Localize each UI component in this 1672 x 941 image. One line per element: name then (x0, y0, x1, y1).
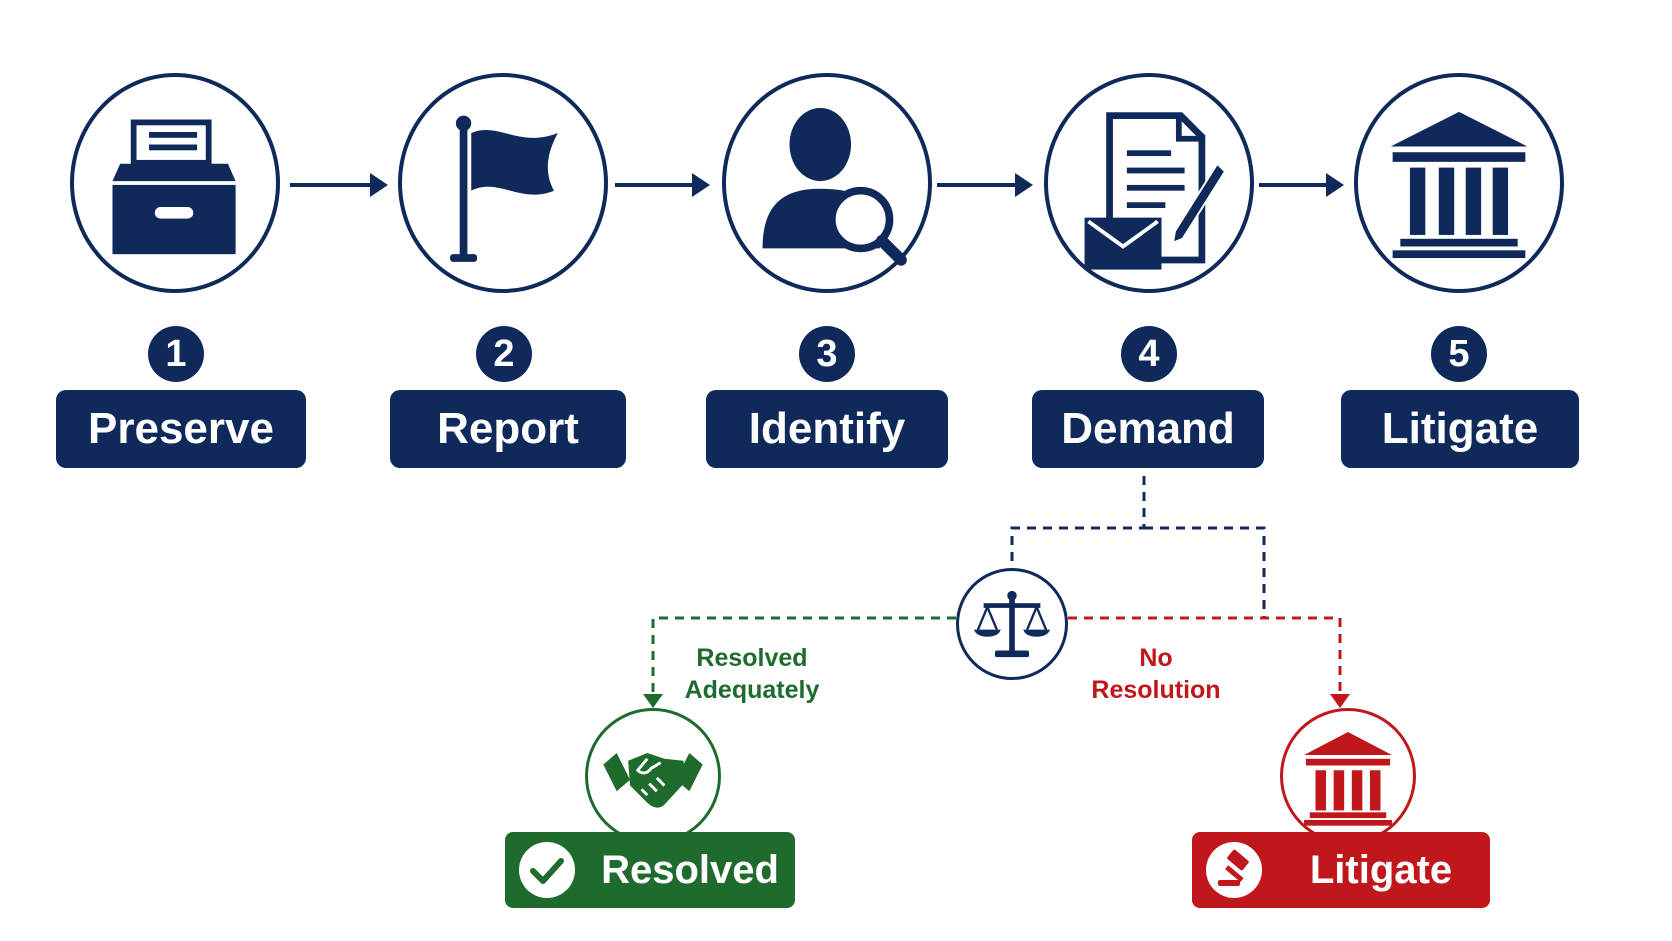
handshake-icon (603, 753, 703, 808)
litigate-outcome-circle (1280, 708, 1416, 844)
person-search-icon (762, 107, 907, 266)
courthouse-icon (1304, 732, 1392, 826)
gavel-icon (1218, 849, 1249, 886)
resolved-branch-line2: Adequately (684, 676, 820, 704)
archive-box-icon (112, 119, 236, 255)
step-3-label: Identify (706, 390, 948, 468)
step-3-circle (722, 73, 932, 293)
demand-right-line (1144, 526, 1266, 618)
unresolved-branch-line1: No (1139, 644, 1173, 672)
step-2-circle (398, 73, 608, 293)
courthouse-icon (1390, 111, 1528, 259)
step-1-label: Preserve (56, 390, 306, 468)
flag-icon (450, 115, 558, 262)
litigate-outcome-text: Litigate (1309, 848, 1453, 892)
step-4-circle (1044, 73, 1254, 293)
step-4-number: 4 (1121, 326, 1177, 382)
step-5-label: Litigate (1341, 390, 1579, 468)
resolved-outcome-text: Resolved (601, 848, 779, 892)
resolved-branch-line1: Resolved (696, 644, 808, 672)
resolved-outcome-label: Resolved (505, 832, 795, 908)
decision-circle (956, 568, 1068, 680)
gavel-badge (1206, 842, 1262, 898)
checkmark-icon (530, 858, 564, 884)
step-5-circle (1354, 73, 1564, 293)
checkmark-badge (519, 842, 575, 898)
unresolved-branch-line2: Resolution (1091, 676, 1221, 704)
resolved-branch-text: Resolved Adequately (672, 642, 832, 706)
step-1-number: 1 (148, 326, 204, 382)
demand-branch-lines (651, 476, 1342, 700)
litigate-outcome-label: Litigate (1192, 832, 1490, 908)
step-3-number: 3 (799, 326, 855, 382)
resolved-branch-line (651, 616, 956, 700)
demand-down-line (1010, 476, 1146, 568)
step-4-label: Demand (1032, 390, 1264, 468)
document-letter-pen-icon (1084, 112, 1227, 270)
litigate-arrowhead (1330, 694, 1350, 708)
resolved-arrowhead (643, 694, 663, 708)
step-arrows (290, 173, 1344, 197)
scales-of-justice-icon (974, 590, 1050, 658)
unresolved-branch-text: No Resolution (1076, 642, 1236, 706)
step-1-circle (70, 73, 280, 293)
step-2-label: Report (390, 390, 626, 468)
step-5-number: 5 (1431, 326, 1487, 382)
unresolved-branch-line (1068, 616, 1342, 700)
step-2-number: 2 (476, 326, 532, 382)
resolved-outcome-circle (585, 708, 721, 844)
